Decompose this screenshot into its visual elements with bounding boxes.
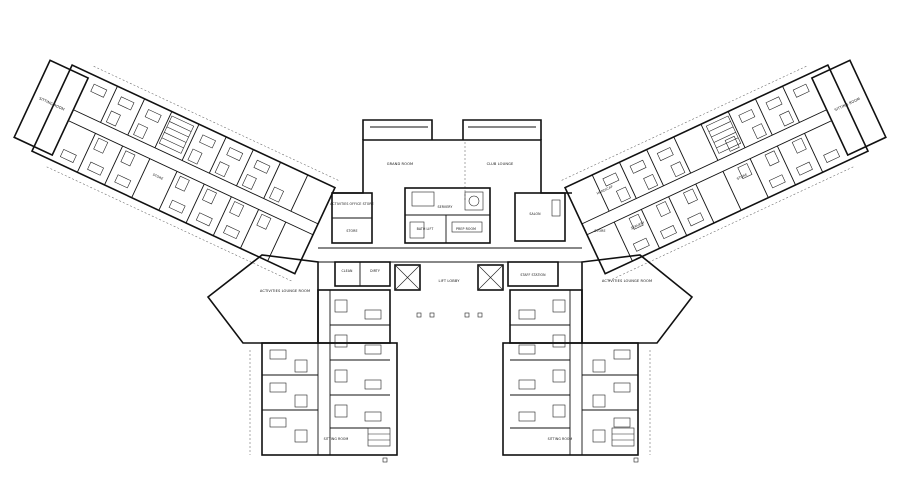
sitting-room-right bbox=[810, 59, 887, 157]
handicap-label: HANDICAP bbox=[596, 185, 614, 196]
lift-lobby-label: LIFT LOBBY bbox=[438, 279, 460, 283]
store-left-2-label: STORE bbox=[346, 229, 357, 233]
right-upper-wing: SITTING ROOM STORE SERVERY HANDICAP bbox=[561, 59, 887, 282]
activities-lounge-right-label: ACTIVITIES LOUNGE ROOM bbox=[602, 279, 652, 283]
activities-lounge-left-label: ACTIVITIES LOUNGE ROOM bbox=[260, 289, 310, 293]
sitting-room-right-label: SITTING ROOM bbox=[834, 97, 861, 112]
salon-label: SALON bbox=[529, 212, 541, 216]
left-lower-wing: SITTING ROOM bbox=[249, 289, 398, 456]
bath-lift-label: BATH LIFT bbox=[417, 227, 434, 231]
store-right-label: STORE bbox=[736, 173, 748, 181]
activities-office-store-label: ACTIVITIES OFFICE STORE bbox=[330, 202, 374, 206]
store-right-2-label: STORE bbox=[594, 229, 605, 233]
left-upper-wing: SITTING ROOM STORE bbox=[13, 59, 339, 282]
clean-label: CLEAN bbox=[341, 269, 353, 273]
sitting-room-bottom-left-label: SITTING ROOM bbox=[324, 437, 349, 441]
store-left-label: STORE bbox=[152, 173, 164, 181]
prep-room-label: PREP ROOM bbox=[456, 227, 476, 231]
dirty-label: DIRTY bbox=[370, 269, 380, 273]
sitting-room-bottom-right-label: SITTING ROOM bbox=[548, 437, 573, 441]
activities-lounge-left bbox=[206, 254, 319, 344]
sitting-room-left bbox=[13, 59, 90, 157]
activities-lounge-right bbox=[581, 254, 694, 344]
staff-station-label: STAFF STATION bbox=[520, 273, 546, 277]
servery-right-label: SERVERY bbox=[630, 220, 645, 230]
club-lounge-label: CLUB LOUNGE bbox=[487, 162, 514, 166]
right-lower-wing: SITTING ROOM STORE bbox=[502, 229, 651, 456]
exterior-marks bbox=[382, 457, 639, 463]
central-block: GRAND ROOM CLUB LOUNGE SERVERY BATH LIFT… bbox=[318, 119, 582, 318]
grand-room-label: GRAND ROOM bbox=[387, 162, 413, 166]
servery-label: SERVERY bbox=[438, 205, 453, 209]
